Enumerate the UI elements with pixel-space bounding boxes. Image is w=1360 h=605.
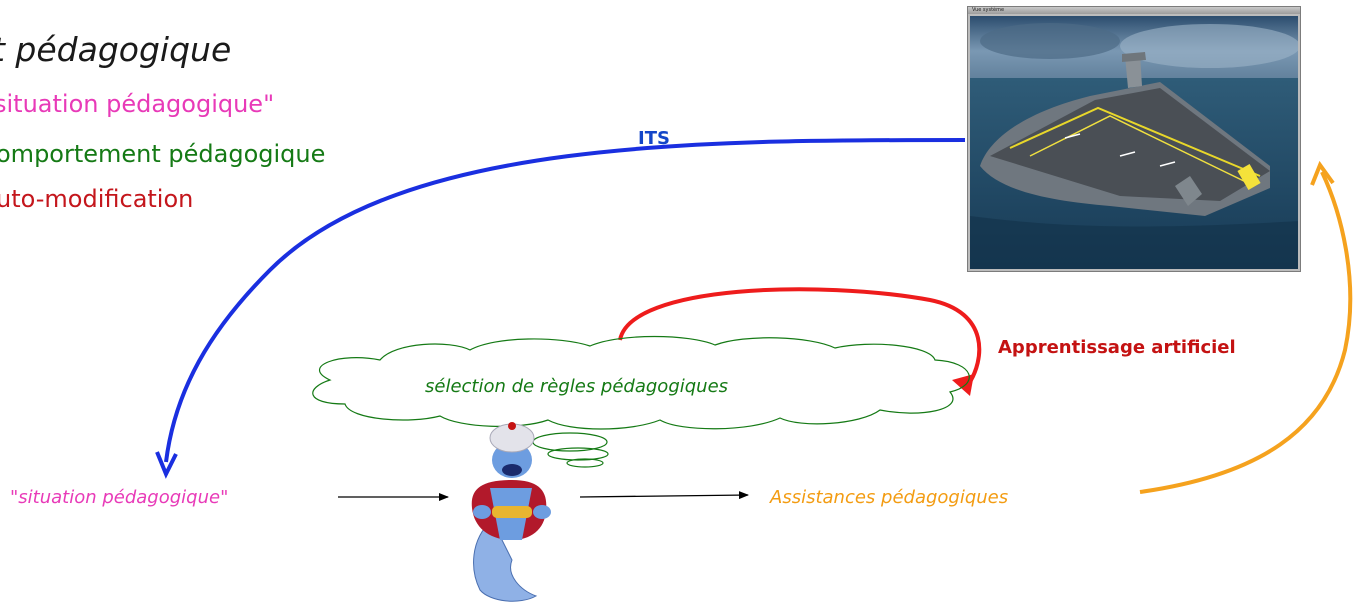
bullet-situation: situation pédagogique" — [0, 90, 275, 118]
slide-title: t pédagogique — [0, 30, 232, 69]
thought-bubble-small — [566, 458, 604, 468]
output-arrow — [1139, 171, 1353, 494]
carrier-render — [970, 16, 1298, 269]
output-assistance-label: Assistances pédagogiques — [770, 487, 1009, 508]
carrier-scene — [970, 16, 1298, 269]
simulator-window: Vue système — [967, 6, 1301, 272]
its-arrowhead — [155, 451, 178, 479]
output-flow-arrow — [579, 491, 749, 500]
input-situation-label: "situation pédagogique" — [10, 487, 229, 508]
learning-arrowhead — [952, 374, 974, 396]
simulator-titlebar: Vue système — [968, 7, 1300, 14]
learning-label: Apprentissage artificiel — [998, 337, 1236, 358]
output-arrowhead — [1310, 160, 1335, 186]
learning-arrow — [618, 287, 982, 387]
thought-cloud — [312, 335, 970, 430]
its-label: ITS — [638, 128, 670, 149]
bullet-comportement: omportement pédagogique — [0, 140, 326, 168]
thought-bubble-text: sélection de règles pédagogiques — [425, 376, 729, 397]
thought-bubble-medium — [547, 447, 609, 461]
genie-figure — [471, 422, 551, 602]
its-arrow — [164, 138, 966, 463]
simulator-window-title: Vue système — [972, 7, 1005, 13]
bullet-auto-modification: uto-modification — [0, 185, 194, 213]
